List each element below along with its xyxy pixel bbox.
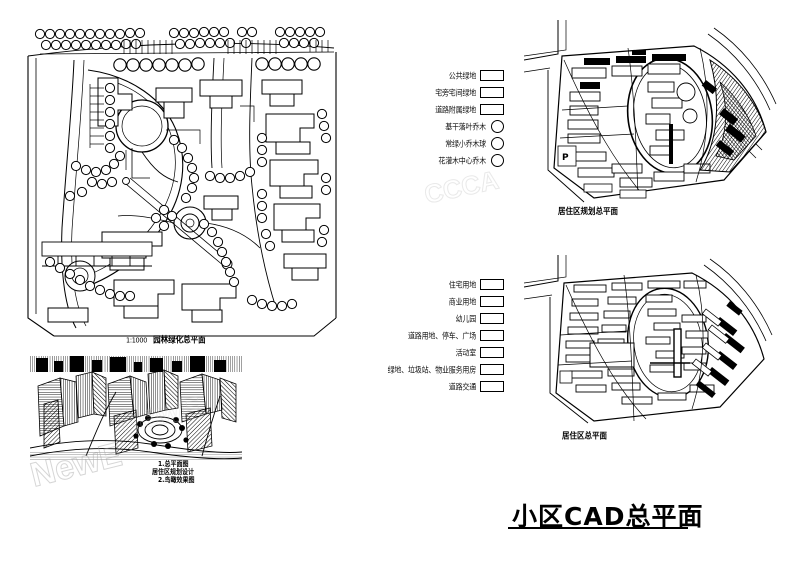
legend-swatch-rect [480,70,504,81]
legend-label: 绿地、垃圾站、物业服务用房 [387,364,477,375]
main-plan-scale: 1:1000 [126,335,148,345]
legend-row[interactable]: 道路交通 [388,379,504,394]
legend-label: 宅旁宅间绿地 [435,87,476,98]
legend-label: 道路交通 [448,381,476,392]
legend-row[interactable]: 道路附属绿地 [408,102,504,117]
legend-swatch-rect [480,313,504,324]
legend-label: 花灌木中心乔木 [438,155,486,166]
main-plan-caption: 1:1000 园林绿化总平面 [126,333,206,345]
upper-right-linework: P [524,20,786,205]
legend-row[interactable]: 花灌木中心乔木 [408,153,504,168]
main-plan-caption-text: 园林绿化总平面 [153,334,206,345]
legend-row[interactable]: 绿地、垃圾站、物业服务用房 [388,362,504,377]
legend-label: 活动室 [455,347,477,358]
lower-right-plan-caption: 居住区总平面 [562,430,607,441]
legend-swatch-rect [480,381,504,392]
legend-row[interactable]: 住宅用地 [388,277,504,292]
legend-swatch-rect [480,87,504,98]
legend-label: 道路附属绿地 [435,104,476,115]
legend-swatch-circle [491,120,504,133]
lower-right-site-plan[interactable] [524,255,786,425]
legend-label: 常绿小乔木球 [445,138,486,149]
main-site-plan[interactable] [14,18,344,338]
legend-row[interactable]: 常绿小乔木球 [408,136,504,151]
legend-row[interactable]: 基干落叶乔木 [408,119,504,134]
legend-row[interactable]: 幼儿园 [388,311,504,326]
legend-row[interactable]: 活动室 [388,345,504,360]
legend-label: 公共绿地 [448,70,476,81]
legend-land-use: 住宅用地 商业用地 幼儿园 道路用地、停车、广场 活动室 绿地、垃圾站、物业服务… [388,277,504,396]
main-plan-linework [14,18,344,338]
render-note-line-1: 1.总平面图 [158,460,189,469]
legend-swatch-rect [480,296,504,307]
legend-row[interactable]: 商业用地 [388,294,504,309]
legend-label: 道路用地、停车、广场 [408,330,476,341]
legend-swatch-rect [480,330,504,341]
render-note-line-3: 2.鸟瞰效果图 [158,476,195,485]
page-title: 小区CAD总平面 [512,502,704,531]
legend-swatch-rect [480,347,504,358]
legend-swatch-rect [480,104,504,115]
legend-label: 商业用地 [448,296,476,307]
watermark-center: CCCA [421,164,502,210]
aerial-render-image [30,356,242,460]
aerial-render-block[interactable] [30,356,242,460]
legend-label: 幼儿园 [455,313,477,324]
title-underline [508,527,688,529]
svg-text:P: P [562,153,569,163]
legend-label: 住宅用地 [448,279,476,290]
legend-swatch-rect [480,279,504,290]
render-note-line-2: 居住区规划设计 [152,468,195,477]
legend-row[interactable]: 道路用地、停车、广场 [388,328,504,343]
lower-right-linework [524,255,786,425]
legend-label: 基干落叶乔木 [445,121,486,132]
legend-row[interactable]: 宅旁宅间绿地 [408,85,504,100]
legend-row[interactable]: 公共绿地 [408,68,504,83]
upper-right-plan-caption: 居住区规划总平面 [558,206,618,217]
legend-swatch-circle [491,154,504,167]
legend-landscape: 公共绿地 宅旁宅间绿地 道路附属绿地 基干落叶乔木 常绿小乔木球 花灌木中心乔木 [408,68,504,170]
upper-right-site-plan[interactable]: P [524,20,786,205]
legend-swatch-rect [480,364,504,375]
legend-swatch-circle [491,137,504,150]
